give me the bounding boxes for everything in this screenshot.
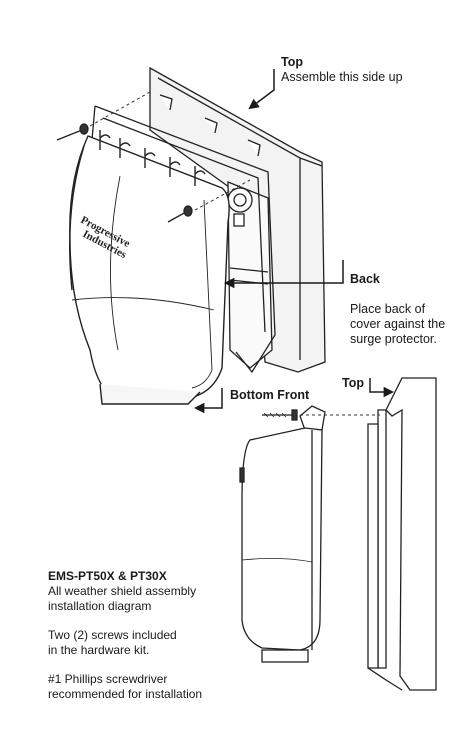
side-view-cover xyxy=(239,405,326,663)
top-callout-title: Top xyxy=(281,55,303,69)
side-top-callout-title: Top xyxy=(342,376,364,390)
back-arrow xyxy=(223,260,344,289)
tool-note: #1 Phillips screwdriver recommended for … xyxy=(48,672,203,701)
top-callout-text: Assemble this side up xyxy=(281,70,403,84)
screws-note: Two (2) screws included in the hardware … xyxy=(48,628,177,657)
screw-icon xyxy=(167,205,193,223)
top-arrow xyxy=(248,69,275,110)
model-title: EMS-PT50X & PT30X xyxy=(48,569,167,583)
side-view-surge-protector xyxy=(367,377,437,691)
screw-icon xyxy=(56,123,89,141)
side-top-arrow xyxy=(369,378,395,398)
side-top-callout: Top xyxy=(342,376,364,391)
bottom-front-callout: Bottom Front xyxy=(230,388,309,403)
bottom-front-arrow xyxy=(193,388,223,414)
description-text: All weather shield assembly installation… xyxy=(48,584,197,613)
bottom-front-callout-title: Bottom Front xyxy=(230,388,310,402)
top-callout: Top Assemble this side up xyxy=(281,55,403,85)
front-cover: Progressive Industries xyxy=(69,130,230,405)
guide-dashed-line xyxy=(89,91,251,211)
back-callout: Back Place back of cover against the sur… xyxy=(350,257,445,347)
mounting-frame xyxy=(91,94,276,374)
back-callout-title: Back xyxy=(350,272,380,286)
back-callout-text: Place back of cover against the surge pr… xyxy=(350,302,446,346)
screw-icon xyxy=(262,409,298,421)
info-block: EMS-PT50X & PT30X All weather shield ass… xyxy=(48,569,268,716)
